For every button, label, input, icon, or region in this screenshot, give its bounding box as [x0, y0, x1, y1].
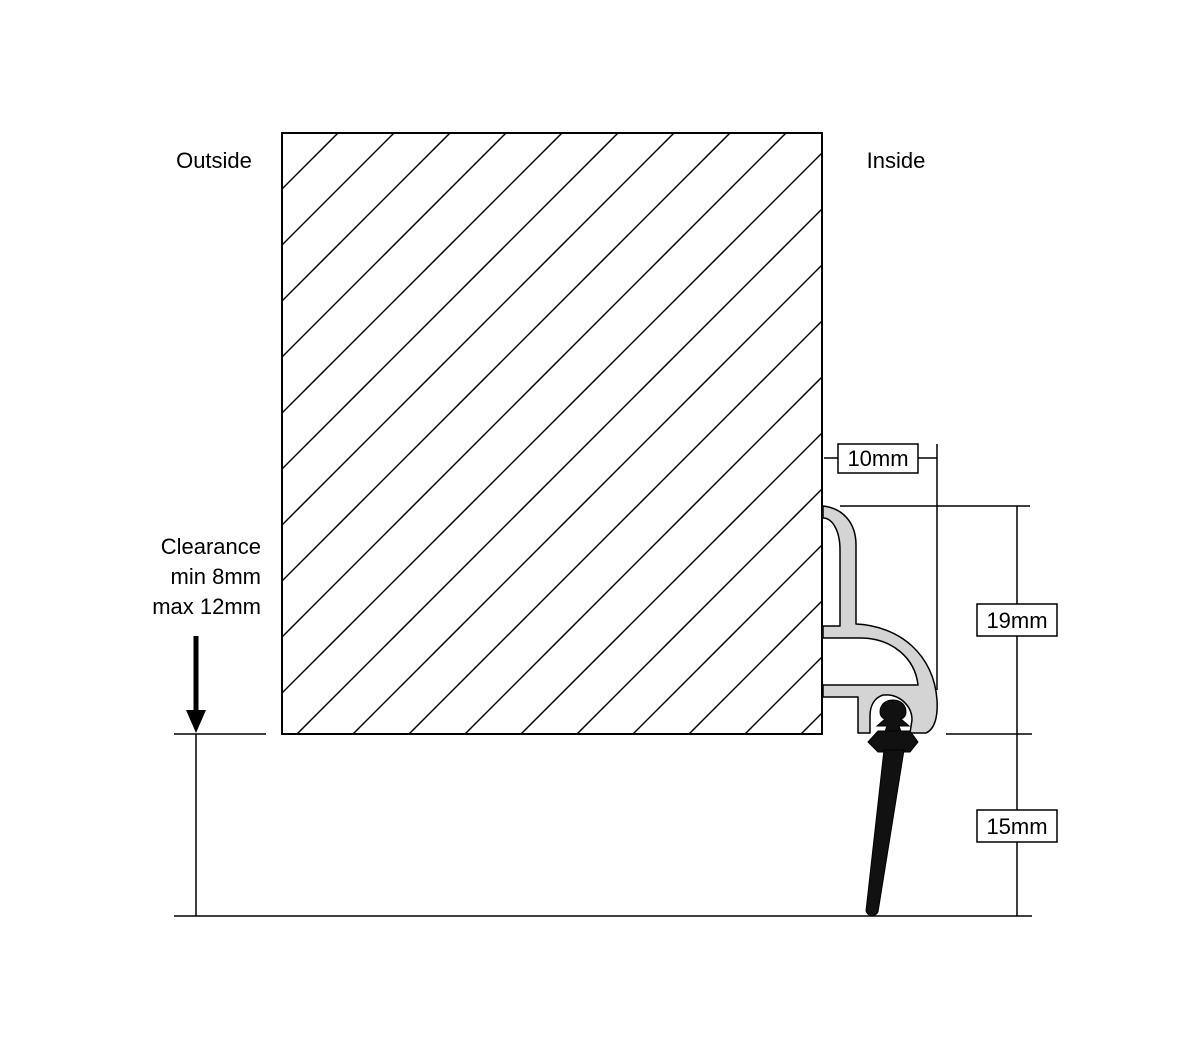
inside-label: Inside: [867, 148, 926, 173]
hatch-line: [408, 319, 822, 734]
hatch-line: [282, 133, 675, 527]
dimension-19mm: 19mm: [840, 505, 1058, 810]
brush-strip: [865, 730, 919, 917]
hatch-line: [282, 133, 507, 359]
hatch-line: [282, 133, 395, 247]
dimension-15mm: 15mm: [976, 809, 1058, 916]
aluminium-carrier: [822, 505, 938, 734]
hatch-line: [282, 133, 787, 639]
hatch-line: [800, 711, 822, 734]
outside-label: Outside: [176, 148, 252, 173]
hatch-line: [282, 133, 283, 135]
clearance-line-3: max 12mm: [152, 594, 261, 619]
clearance-line-2: min 8mm: [171, 564, 261, 589]
brush-insert-head: [875, 699, 911, 735]
hatch-line: [282, 133, 563, 415]
door-outline: [281, 132, 823, 735]
brush-collar: [867, 730, 919, 753]
hatch-line: [464, 375, 822, 734]
hatch-line: [282, 133, 451, 303]
brush-bristles: [865, 749, 905, 917]
dimension-19mm-label: 19mm: [986, 608, 1047, 633]
door-hatching: [282, 133, 822, 734]
hatch-line: [282, 133, 619, 471]
clearance-arrow: [186, 636, 206, 733]
hatch-line: [296, 207, 822, 734]
hatch-line: [282, 151, 822, 695]
hatch-line: [352, 263, 822, 734]
seal-profile: [822, 505, 938, 735]
door-leaf: [281, 132, 823, 735]
hatch-line: [688, 599, 822, 734]
hatch-line: [282, 133, 339, 191]
clearance-line-1: Clearance: [161, 534, 261, 559]
hatch-line: [744, 655, 822, 734]
dimension-15mm-label: 15mm: [986, 814, 1047, 839]
hatch-line: [576, 487, 822, 734]
dimension-10mm-label: 10mm: [847, 446, 908, 471]
clearance-note: Clearance min 8mm max 12mm: [152, 534, 261, 619]
hatch-line: [282, 133, 731, 583]
hatch-line: [632, 543, 822, 734]
dimension-10mm: 10mm: [824, 443, 938, 690]
